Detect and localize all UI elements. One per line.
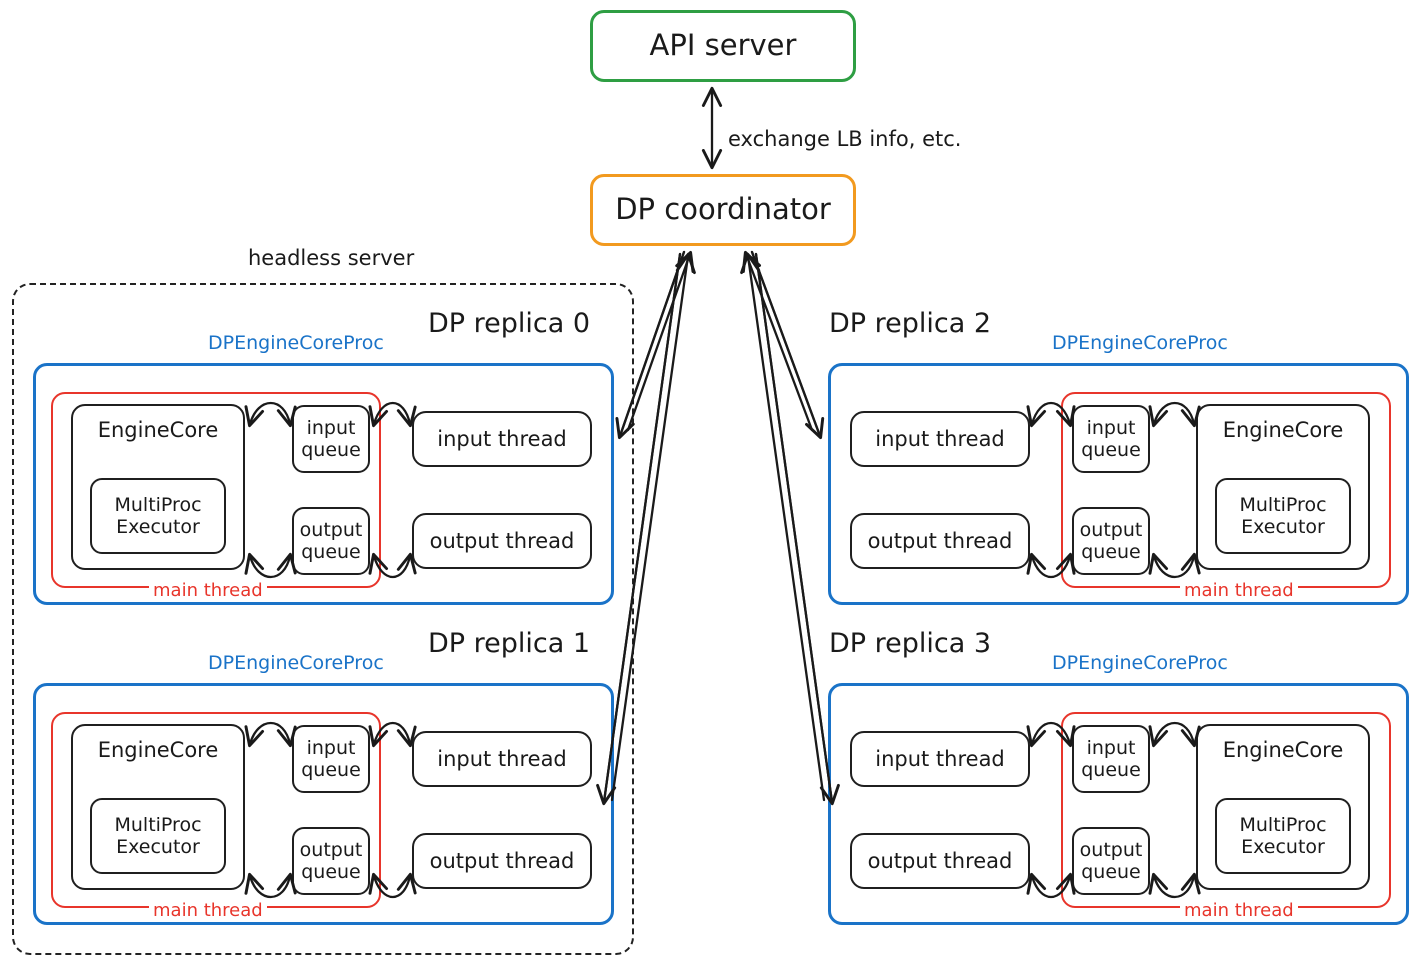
- dp-replica-3-output-queue[interactable]: output queue: [1072, 827, 1150, 895]
- arrow-r3-outputqueue-core: [1148, 872, 1201, 899]
- dp-replica-3-main-thread-label: main thread: [1180, 900, 1298, 921]
- arrow-r1-core-outputqueue: [244, 872, 297, 899]
- arrow-r1-core-inputqueue: [244, 721, 297, 748]
- engine-core-label: EngineCore: [1222, 418, 1344, 442]
- engine-core-label: EngineCore: [1222, 738, 1344, 762]
- dp-replica-1-main-thread-label: main thread: [149, 900, 267, 921]
- dp-replica-0-proc-box: [33, 363, 614, 605]
- dp-replica-2-input-thread[interactable]: input thread: [850, 411, 1030, 467]
- arrow-r3-outputthread-outputqueue: [1026, 872, 1076, 898]
- dp-replica-0-proc-label: DPEngineCoreProc: [208, 332, 384, 354]
- arrow-r2-outputthread-outputqueue: [1026, 552, 1076, 578]
- dp-replica-2-output-thread[interactable]: output thread: [850, 513, 1030, 569]
- dp-replica-0-output-thread[interactable]: output thread: [412, 513, 592, 569]
- dp-replica-0-multiproc-executor[interactable]: MultiProc Executor: [90, 478, 226, 554]
- exchange-link-label: exchange LB info, etc.: [728, 127, 962, 151]
- dp-replica-0-title: DP replica 0: [428, 308, 591, 339]
- dp-replica-3-multiproc-executor[interactable]: MultiProc Executor: [1215, 798, 1351, 874]
- engine-core-label: EngineCore: [97, 738, 219, 762]
- arrow-coordinator-replica3-in: [740, 252, 826, 802]
- arrow-r3-inputqueue-core: [1148, 721, 1201, 748]
- dp-replica-0-input-queue[interactable]: input queue: [292, 405, 370, 473]
- arrow-r2-outputqueue-core: [1148, 552, 1201, 579]
- dp-replica-3-proc-label: DPEngineCoreProc: [1052, 652, 1228, 674]
- dp-replica-1-output-queue[interactable]: output queue: [292, 827, 370, 895]
- arrow-r0-inputqueue-inputthread: [368, 402, 417, 428]
- arrow-r0-outputqueue-outputthread: [368, 552, 417, 578]
- dp-replica-2-output-queue[interactable]: output queue: [1072, 507, 1150, 575]
- dp-replica-2-proc-label: DPEngineCoreProc: [1052, 332, 1228, 354]
- dp-replica-0-main-thread-label: main thread: [149, 580, 267, 601]
- arrow-r2-inputthread-inputqueue: [1026, 402, 1076, 428]
- dp-replica-2-input-queue[interactable]: input queue: [1072, 405, 1150, 473]
- arrow-r2-inputqueue-core: [1148, 401, 1201, 428]
- dp-replica-1-proc-label: DPEngineCoreProc: [208, 652, 384, 674]
- dp-replica-2-title: DP replica 2: [829, 308, 992, 339]
- arrow-coordinator-replica0-in: [626, 250, 695, 432]
- arrow-r0-core-inputqueue: [244, 401, 297, 428]
- arrow-r1-inputqueue-inputthread: [368, 722, 417, 748]
- arrow-r0-core-outputqueue: [244, 552, 297, 579]
- dp-replica-3-input-queue[interactable]: input queue: [1072, 725, 1150, 793]
- dp-coordinator-box[interactable]: DP coordinator: [590, 174, 856, 246]
- dp-replica-3-output-thread[interactable]: output thread: [850, 833, 1030, 889]
- arrow-r1-outputqueue-outputthread: [368, 872, 417, 898]
- dp-replica-3-input-thread[interactable]: input thread: [850, 731, 1030, 787]
- arrow-r3-inputthread-inputqueue: [1026, 722, 1076, 748]
- engine-core-label: EngineCore: [97, 418, 219, 442]
- dp-replica-1-input-queue[interactable]: input queue: [292, 725, 370, 793]
- dp-replica-1-title: DP replica 1: [428, 628, 591, 659]
- dp-replica-2-proc-box: [828, 363, 1409, 605]
- dp-replica-3-title: DP replica 3: [829, 628, 992, 659]
- arrow-coordinator-replica1-in: [610, 252, 696, 802]
- dp-replica-1-multiproc-executor[interactable]: MultiProc Executor: [90, 798, 226, 874]
- dp-replica-1-output-thread[interactable]: output thread: [412, 833, 592, 889]
- dp-replica-2-multiproc-executor[interactable]: MultiProc Executor: [1215, 478, 1351, 554]
- dp-replica-2-main-thread-label: main thread: [1180, 580, 1298, 601]
- dp-replica-0-input-thread[interactable]: input thread: [412, 411, 592, 467]
- api-server-box[interactable]: API server: [590, 10, 856, 82]
- dp-replica-0-output-queue[interactable]: output queue: [292, 507, 370, 575]
- dp-replica-1-input-thread[interactable]: input thread: [412, 731, 592, 787]
- headless-server-boundary: [12, 283, 634, 955]
- headless-server-label: headless server: [248, 246, 415, 270]
- arrow-coordinator-replica2-in: [741, 250, 814, 432]
